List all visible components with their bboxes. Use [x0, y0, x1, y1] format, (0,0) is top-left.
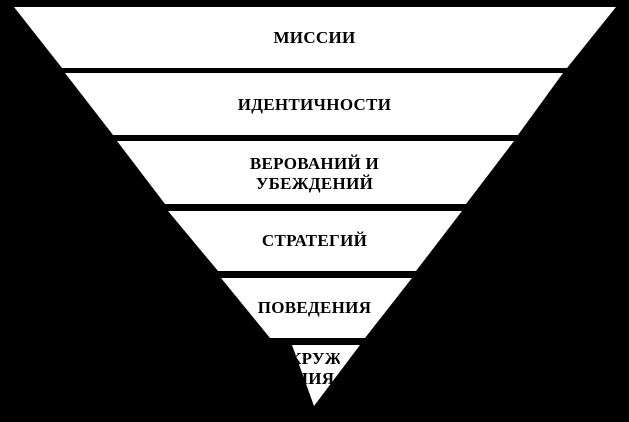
level-label-2: ИДЕНТИЧНОСТИ	[0, 95, 629, 115]
level-label-3: ВЕРОВАНИЙ И УБЕЖДЕНИЙ	[0, 154, 629, 194]
level-band-2	[65, 73, 563, 135]
level-label-6: ОКРУЖЕ НИЯ	[275, 349, 354, 389]
level-5-line-1: ПОВЕДЕНИЯ	[257, 298, 372, 317]
level-label-1: МИССИИ	[0, 28, 629, 48]
level-band-4	[168, 211, 462, 271]
apex-overlay	[270, 345, 314, 406]
level-label-5: ПОВЕДЕНИЯ	[0, 298, 629, 318]
level-4-line-1: СТРАТЕГИЙ	[261, 231, 368, 250]
level-1-line-1: МИССИИ	[273, 28, 356, 47]
level-band-3	[117, 141, 514, 204]
level-3-line-2: УБЕЖДЕНИЙ	[255, 174, 374, 193]
level-3-line-1: ВЕРОВАНИЙ И	[249, 154, 380, 173]
level-band-5	[221, 278, 412, 338]
level-band-1	[14, 7, 616, 68]
level-2-line-1: ИДЕНТИЧНОСТИ	[237, 95, 392, 114]
level-6-line-2: НИЯ	[294, 369, 335, 388]
level-6-line-1: ОКРУЖЕ	[275, 349, 354, 368]
level-label-4: СТРАТЕГИЙ	[0, 231, 629, 251]
